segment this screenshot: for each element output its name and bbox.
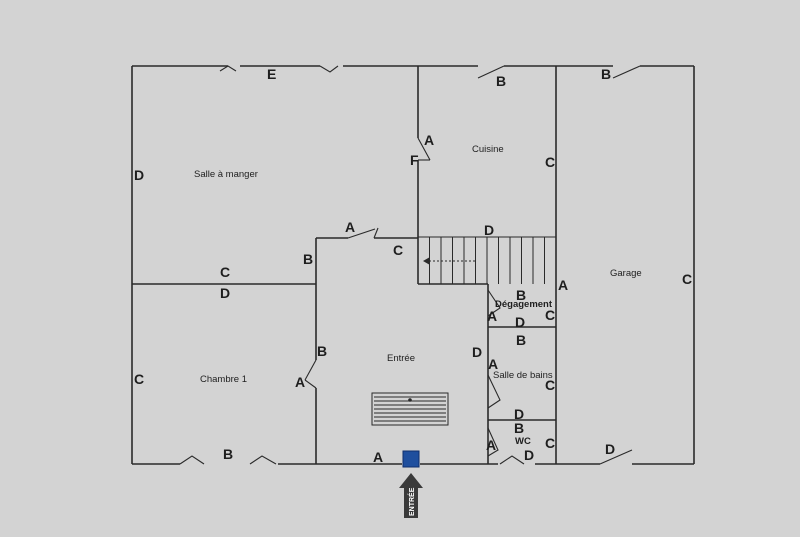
walls	[131, 65, 695, 465]
marker-A: A	[295, 374, 305, 390]
marker-D: D	[220, 285, 230, 301]
marker-A: A	[373, 449, 383, 465]
marker-C: C	[682, 271, 692, 287]
room-salle-a-manger: Salle à manger	[194, 169, 258, 180]
marker-B: B	[514, 420, 524, 436]
marker-D: D	[134, 167, 144, 183]
room-entree: Entrée	[387, 353, 415, 364]
marker-B: B	[223, 446, 233, 462]
room-wc: WC	[515, 436, 531, 447]
marker-B: B	[303, 251, 313, 267]
room-salle-de-bains: Salle de bains	[493, 370, 553, 381]
marker-C: C	[545, 377, 555, 393]
marker-A: A	[486, 437, 496, 453]
marker-B: B	[496, 73, 506, 89]
marker-C: C	[134, 371, 144, 387]
wall-markers: E B B A F C D A D C B C D C A B A D C B …	[134, 66, 692, 465]
marker-A: A	[487, 308, 497, 324]
marker-A: A	[558, 277, 568, 293]
marker-C: C	[393, 242, 403, 258]
room-degagement: Dégagement	[495, 299, 553, 310]
marker-C: C	[220, 264, 230, 280]
entrance-arrow: ENTRÉE	[399, 473, 423, 518]
room-cuisine: Cuisine	[472, 144, 504, 155]
room-labels: Salle à manger Cuisine Garage Dégagement…	[194, 144, 642, 447]
marker-D: D	[514, 406, 524, 422]
entrance-arrow-label: ENTRÉE	[407, 487, 416, 516]
doors	[179, 65, 641, 465]
marker-F: F	[410, 152, 419, 168]
marker-B: B	[516, 332, 526, 348]
marker-D: D	[605, 441, 615, 457]
marker-C: C	[545, 307, 555, 323]
marker-D: D	[484, 222, 494, 238]
marker-B: B	[601, 66, 611, 82]
staircase	[417, 236, 557, 284]
marker-A: A	[424, 132, 434, 148]
room-garage: Garage	[610, 268, 642, 279]
marker-B: B	[516, 287, 526, 303]
marker-B: B	[317, 343, 327, 359]
entrance-door	[402, 450, 420, 468]
marker-D: D	[524, 447, 534, 463]
marker-D: D	[515, 314, 525, 330]
marker-E: E	[267, 66, 276, 82]
interior-stair-grid	[371, 392, 449, 426]
marker-A: A	[488, 356, 498, 372]
marker-C: C	[545, 154, 555, 170]
marker-D: D	[472, 344, 482, 360]
marker-C: C	[545, 435, 555, 451]
room-chambre: Chambre 1	[200, 374, 247, 385]
marker-A: A	[345, 219, 355, 235]
